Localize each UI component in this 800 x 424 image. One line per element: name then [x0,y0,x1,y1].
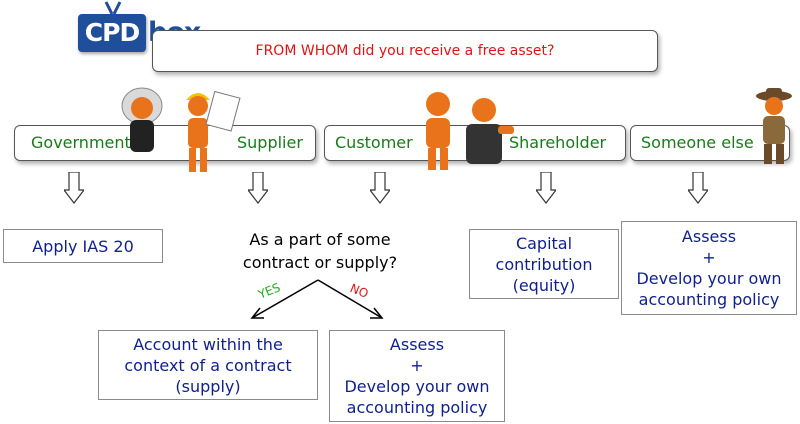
tv-antenna-icon [104,1,122,15]
result-apply-ias20-text: Apply IAS 20 [32,236,134,256]
down-arrow-icon [64,172,84,204]
down-arrow-icon [248,172,268,204]
builder-figure-icon [186,90,241,172]
result-contract-text: Account within the context of a contract… [124,334,292,396]
result-assess-right: Assess + Develop your own accounting pol… [621,221,797,315]
branch-arrows [250,279,384,319]
category-government: Government [31,133,131,152]
down-arrow-icon [370,172,390,204]
result-assess-left-text: Assess + Develop your own accounting pol… [344,335,490,417]
judge-figure-icon [121,87,163,152]
cowboy-figure-icon [756,88,792,164]
category-customer: Customer [335,133,413,152]
shareholder-figure-icon [466,98,514,164]
customer-figure-icon [426,92,450,170]
result-assess-right-text: Assess + Develop your own accounting pol… [636,227,782,309]
result-apply-ias20: Apply IAS 20 [3,229,163,263]
down-arrow-icon [688,172,708,204]
result-capital-contribution-text: Capital contribution (equity) [495,233,593,295]
question-box: FROM WHOM did you receive a free asset? [152,30,658,72]
category-shareholder: Shareholder [509,133,607,152]
category-someone-else: Someone else [641,133,754,152]
logo-cpd-text: CPD [78,14,146,52]
category-box-government-supplier: Government Supplier [14,125,316,161]
result-capital-contribution: Capital contribution (equity) [469,229,619,299]
supplier-question: As a part of some contract or supply? [242,230,398,272]
result-contract: Account within the context of a contract… [98,330,318,400]
down-arrow-icon [536,172,556,204]
result-assess-left: Assess + Develop your own accounting pol… [329,330,505,422]
category-supplier: Supplier [237,133,303,152]
